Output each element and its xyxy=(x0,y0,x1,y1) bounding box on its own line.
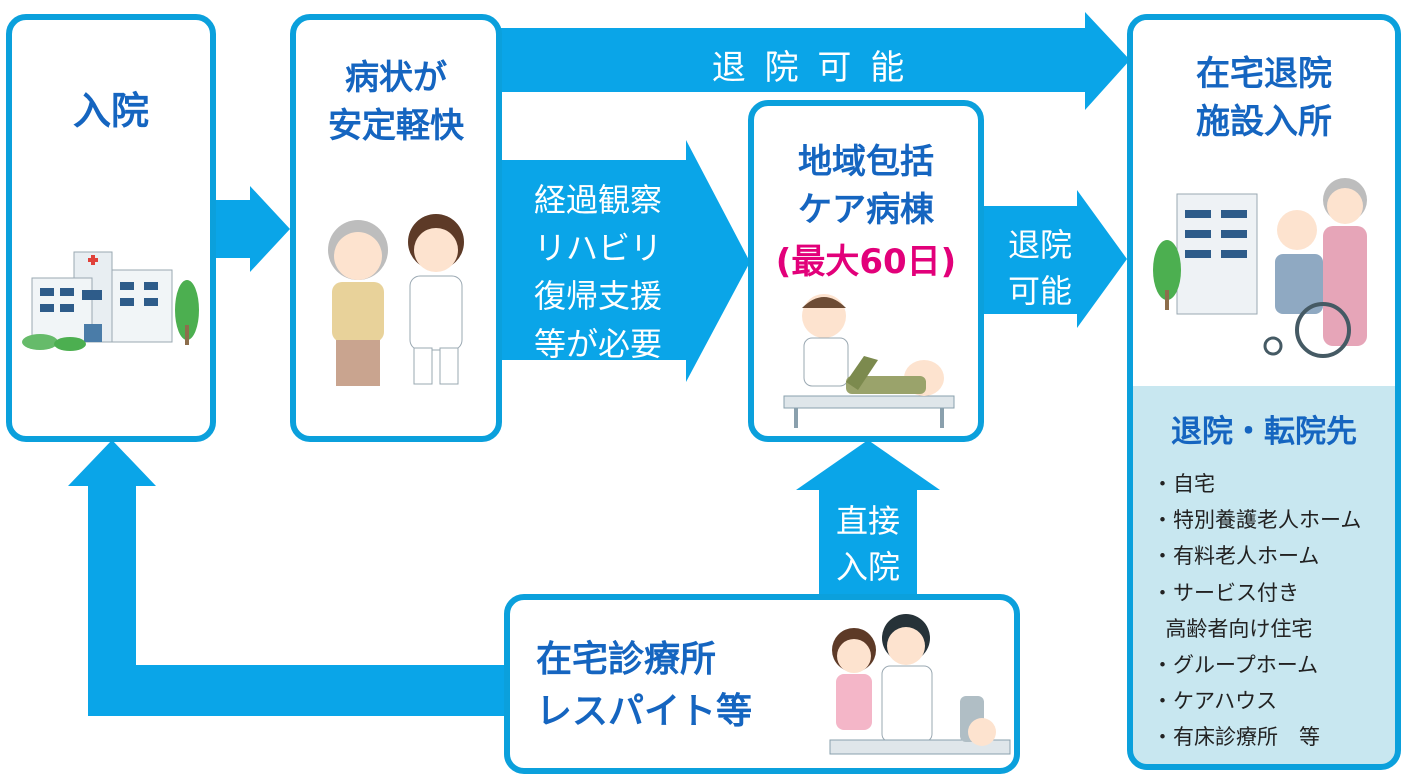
arrow-admission-to-stable xyxy=(210,186,290,272)
destination-item: 高齢者向け住宅 xyxy=(1152,616,1313,641)
box-community-care: 地域包括 ケア病棟 (最大60日) xyxy=(748,100,984,442)
patient-nurse-illustration xyxy=(328,214,464,386)
arrow-homecare-to-admission xyxy=(68,440,510,716)
destination-item: ・グループホーム xyxy=(1152,653,1319,678)
box-discharge-title: 在宅退院 施設入所 xyxy=(1196,54,1332,142)
arrow-direct-admission xyxy=(796,440,940,600)
box-admission: 入院 xyxy=(6,14,216,442)
arrow-label-discharge-top: 退 院 可 能 xyxy=(711,48,909,88)
destination-list: ・自宅 ・特別養護老人ホーム ・有料老人ホーム ・サービス付き 高齢者向け住宅 … xyxy=(1152,466,1361,756)
hospital-icon xyxy=(22,251,199,351)
box-home-clinic: 在宅診療所 レスパイト等 xyxy=(504,594,1020,774)
box-stable: 病状が 安定軽快 xyxy=(290,14,502,442)
destination-heading: 退院・転院先 xyxy=(1171,414,1357,450)
home-visit-illustration xyxy=(829,614,1011,755)
arrow-needs xyxy=(498,140,750,382)
arrow-community-to-discharge xyxy=(980,190,1127,328)
destination-item: ・自宅 xyxy=(1152,472,1215,496)
box-discharge: 在宅退院 施設入所 退院・転院先 xyxy=(1127,14,1401,770)
destination-item: ・有料老人ホーム xyxy=(1152,544,1320,569)
box-stable-title: 病状が 安定軽快 xyxy=(328,58,464,146)
arrow-label-needs: 経過観察 リハビリ 復帰支援 等が必要 xyxy=(533,181,662,363)
arrow-discharge-top xyxy=(500,12,1130,110)
box-home-clinic-title: 在宅診療所 レスパイト等 xyxy=(536,639,753,732)
box-community-title: 地域包括 ケア病棟 xyxy=(798,142,934,230)
destination-item: ・特別養護老人ホーム xyxy=(1152,508,1362,533)
box-admission-title: 入院 xyxy=(72,89,149,133)
hospital-illustration xyxy=(22,251,199,351)
home-facility-illustration xyxy=(1153,178,1367,358)
destination-item: ・サービス付き xyxy=(1152,580,1299,605)
destination-item: ・有床診療所 等 xyxy=(1152,725,1320,750)
destination-item: ・ケアハウス xyxy=(1152,689,1278,714)
rehab-illustration xyxy=(783,294,955,428)
arrow-label-direct-admission: 直接 入院 xyxy=(835,502,900,586)
box-community-note: (最大60日) xyxy=(775,242,957,282)
arrow-label-discharge-right: 退院 可能 xyxy=(1007,226,1072,310)
